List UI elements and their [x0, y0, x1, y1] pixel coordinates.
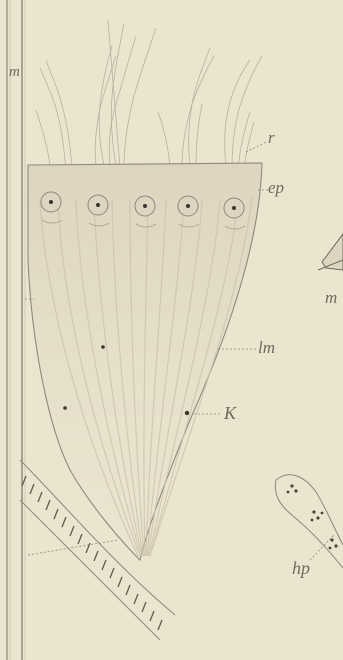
hair-strands	[36, 20, 262, 170]
plate-border-left	[7, 0, 25, 660]
label-m-right: m	[325, 288, 337, 308]
label-r: r	[268, 128, 275, 148]
label-ep: ep	[268, 178, 284, 198]
label-lm: lm	[258, 338, 275, 358]
label-hp: hp	[292, 558, 310, 579]
hp-structure	[275, 475, 343, 568]
right-edge-fragment	[318, 234, 343, 270]
label-k: K	[224, 403, 236, 424]
label-m-left: m	[9, 64, 20, 81]
